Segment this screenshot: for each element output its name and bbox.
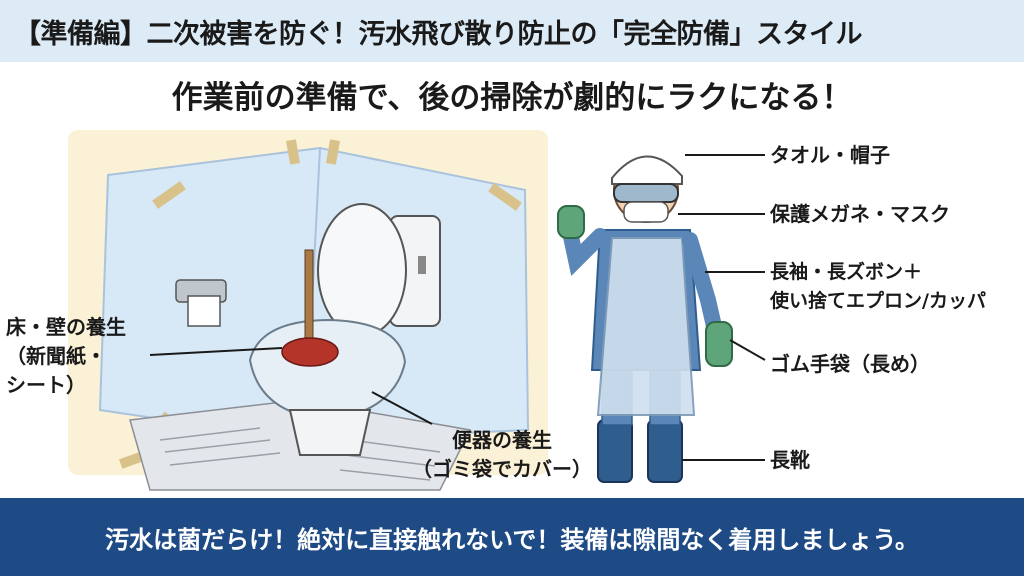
label-goggles-mask: 保護メガネ・マスク xyxy=(770,202,950,226)
protected-worker xyxy=(557,155,733,483)
toilet-base xyxy=(288,409,372,456)
tape xyxy=(152,181,186,209)
label-towel-hat: タオル・帽子 xyxy=(770,143,890,167)
label-clothing-line2: 使い捨てエプロン/カッパ xyxy=(770,290,986,312)
label-toilet-line1: 便器の養生 xyxy=(452,428,552,452)
footer-message: 汚水は菌だらけ！絶対に直接触れないで！装備は隙間なく着用しましょう。 xyxy=(105,525,919,554)
label-toilet-protection: 便器の養生 （ゴミ袋でカバー） xyxy=(412,426,592,484)
face-mask xyxy=(623,201,669,223)
tape xyxy=(285,139,301,165)
glove-left xyxy=(557,205,585,239)
glove-right xyxy=(705,321,733,367)
leader-lines xyxy=(149,154,766,461)
label-floor-wall-line3: シート） xyxy=(6,373,86,397)
tape xyxy=(119,451,145,469)
boot-right xyxy=(647,419,683,483)
boot-left xyxy=(597,419,633,483)
disposable-apron xyxy=(596,237,696,416)
label-clothing: 長袖・長ズボン＋ 使い捨てエプロン/カッパ xyxy=(770,258,986,316)
toilet-lid xyxy=(317,203,407,337)
towel-hat xyxy=(611,155,683,185)
goggles xyxy=(613,183,679,203)
tape xyxy=(325,139,341,165)
label-floor-wall-line1: 床・壁の養生 xyxy=(6,315,126,339)
plunger xyxy=(281,249,339,367)
label-toilet-line2: （ゴミ袋でカバー） xyxy=(412,457,592,481)
illustration xyxy=(68,130,766,491)
page-subtitle: 作業前の準備で、後の掃除が劇的にラクになる！ xyxy=(171,80,853,116)
label-gloves: ゴム手袋（長め） xyxy=(770,352,930,376)
label-floor-wall-line2: （新聞紙・ xyxy=(6,344,106,368)
toilet-paper-holder xyxy=(175,279,227,327)
label-clothing-line1: 長袖・長ズボン＋ xyxy=(770,261,923,283)
label-boots: 長靴 xyxy=(770,448,810,472)
title-bar: 【準備編】二次被害を防ぐ！汚水飛び散り防止の「完全防備」スタイル xyxy=(0,0,1024,62)
footer-banner: 汚水は菌だらけ！絶対に直接触れないで！装備は隙間なく着用しましょう。 xyxy=(0,498,1024,576)
toilet-lever xyxy=(418,256,426,274)
page-title: 【準備編】二次被害を防ぐ！汚水飛び散り防止の「完全防備」スタイル xyxy=(14,18,863,50)
tape xyxy=(488,183,522,211)
label-floor-wall-protection: 床・壁の養生 （新聞紙・ シート） xyxy=(6,313,126,400)
bathroom-scene xyxy=(68,130,548,491)
